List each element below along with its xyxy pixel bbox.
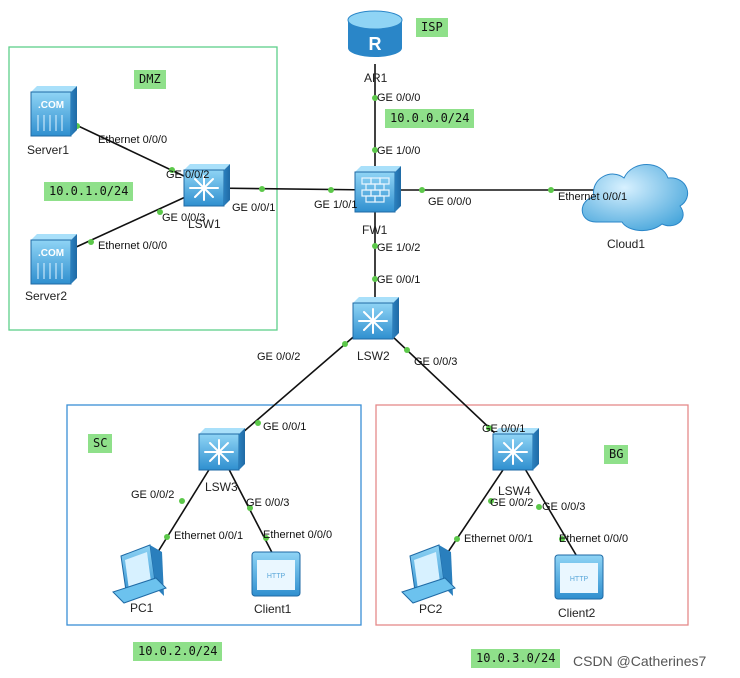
firewall-icon[interactable] <box>354 166 401 213</box>
client-http-label: HTTP <box>570 576 589 583</box>
node-label-client1: Client1 <box>254 602 292 616</box>
node-label-ar1: AR1 <box>364 71 388 85</box>
port-dot <box>548 187 554 193</box>
switch-icon-lsw1[interactable] <box>183 164 230 207</box>
port-dot <box>247 505 253 511</box>
port-label-lsw3-ge002: GE 0/0/2 <box>131 489 175 501</box>
zone-tag-bg: BG <box>604 445 629 464</box>
pc-icon-pc1[interactable] <box>112 544 167 604</box>
port-label-lsw4-ge003: GE 0/0/3 <box>542 501 586 513</box>
port-dot <box>419 187 425 193</box>
port-dot <box>179 498 185 504</box>
port-dot <box>488 498 494 504</box>
port-label-lsw3-ge001: GE 0/0/1 <box>263 421 307 433</box>
node-label-server2: Server2 <box>25 289 68 303</box>
port-label-fw1-ge100: GE 1/0/0 <box>377 145 421 157</box>
port-dot <box>372 95 378 101</box>
bg-zone-box <box>375 404 689 626</box>
port-label-lsw1-ge002: GE 0/0/2 <box>166 169 210 181</box>
link-lsw2-lsw3 <box>219 319 374 453</box>
subnet-tag-bg: 10.0.3.0/24 <box>471 649 561 668</box>
link-lsw1-fw1 <box>207 187 376 191</box>
port-label-lsw2-ge002: GE 0/0/2 <box>257 351 301 363</box>
port-dot <box>342 341 348 347</box>
port-label-lsw1-ge003: GE 0/0/3 <box>162 212 206 224</box>
client-icon-client2[interactable]: HTTP <box>554 554 604 600</box>
port-dot <box>372 243 378 249</box>
port-label-cloud1-eth: Ethernet 0/0/1 <box>558 191 628 203</box>
router-icon[interactable]: R <box>347 10 403 57</box>
port-dot <box>372 276 378 282</box>
port-label-pc2-eth: Ethernet 0/0/1 <box>464 533 534 545</box>
port-label-server1-eth: Ethernet 0/0/0 <box>98 134 168 146</box>
client-http-label: HTTP <box>267 573 286 580</box>
node-label-pc2: PC2 <box>419 602 443 616</box>
port-dot <box>157 209 163 215</box>
link-lsw4-client2 <box>514 451 586 571</box>
port-dot <box>88 239 94 245</box>
subnet-tag-sc: 10.0.2.0/24 <box>133 642 223 661</box>
server-com-label: .COM <box>38 100 64 111</box>
router-letter: R <box>369 34 382 54</box>
zone-tag-dmz: DMZ <box>134 70 166 89</box>
port-label-fw1-ge000: GE 0/0/0 <box>428 196 472 208</box>
subnet-tag-wan: 10.0.0.0/24 <box>385 109 475 128</box>
sc-zone-box <box>66 404 362 626</box>
node-label-lsw4: LSW4 <box>498 484 531 498</box>
subnet-tag-dmz: 10.0.1.0/24 <box>44 182 134 201</box>
port-label-lsw3-ge003: GE 0/0/3 <box>246 497 290 509</box>
port-dot <box>372 147 378 153</box>
watermark: CSDN @Catherines7 <box>573 653 707 669</box>
node-label-lsw3: LSW3 <box>205 480 238 494</box>
switch-icon-lsw2[interactable] <box>352 297 399 340</box>
port-label-lsw1-ge001: GE 0/0/1 <box>232 202 276 214</box>
port-label-lsw2-ge003: GE 0/0/3 <box>414 356 458 368</box>
link-lsw2-lsw4 <box>374 319 516 453</box>
server-com-label: .COM <box>38 248 64 259</box>
cloud-icon[interactable] <box>581 164 689 231</box>
port-label-pc1-eth: Ethernet 0/0/1 <box>174 530 244 542</box>
port-dot <box>486 425 492 431</box>
link-lsw1-server2 <box>73 187 206 249</box>
port-dot <box>169 167 175 173</box>
node-label-lsw1: LSW1 <box>188 217 221 231</box>
port-label-ar1-ge000: GE 0/0/0 <box>377 92 421 104</box>
node-label-fw1: FW1 <box>362 223 388 237</box>
port-dot <box>259 186 265 192</box>
link-lsw1-server1 <box>73 123 206 187</box>
server-icon-server2[interactable]: .COM <box>30 234 77 285</box>
port-dot <box>263 535 269 541</box>
client-icon-client1[interactable]: HTTP <box>251 551 301 597</box>
port-label-server2-eth: Ethernet 0/0/0 <box>98 240 168 252</box>
node-label-pc1: PC1 <box>130 601 154 615</box>
port-label-lsw4-ge002: GE 0/0/2 <box>490 497 534 509</box>
zone-tag-sc: SC <box>88 434 113 453</box>
switch-icon-lsw4[interactable] <box>492 428 539 471</box>
zone-tag-isp: ISP <box>416 18 448 37</box>
port-dot <box>536 504 542 510</box>
port-dot <box>164 534 170 540</box>
port-label-fw1-ge102: GE 1/0/2 <box>377 242 421 254</box>
port-dot <box>255 420 261 426</box>
node-label-cloud1: Cloud1 <box>607 237 646 251</box>
node-label-lsw2: LSW2 <box>357 349 390 363</box>
pc-icon-pc2[interactable] <box>401 544 456 604</box>
port-label-fw1-ge101: GE 1/0/1 <box>314 199 358 211</box>
switch-icon-lsw3[interactable] <box>198 428 245 471</box>
node-label-server1: Server1 <box>27 143 70 157</box>
port-dot <box>328 187 334 193</box>
port-label-lsw2-ge001: GE 0/0/1 <box>377 274 421 286</box>
port-dot <box>559 536 565 542</box>
port-label-client2-eth: Ethernet 0/0/0 <box>559 533 629 545</box>
node-label-client2: Client2 <box>558 606 596 620</box>
server-icon-server1[interactable]: .COM <box>30 86 77 137</box>
port-label-lsw4-ge001: GE 0/0/1 <box>482 423 526 435</box>
port-label-client1-eth: Ethernet 0/0/0 <box>263 529 333 541</box>
port-dot <box>404 347 410 353</box>
port-dot <box>454 536 460 542</box>
